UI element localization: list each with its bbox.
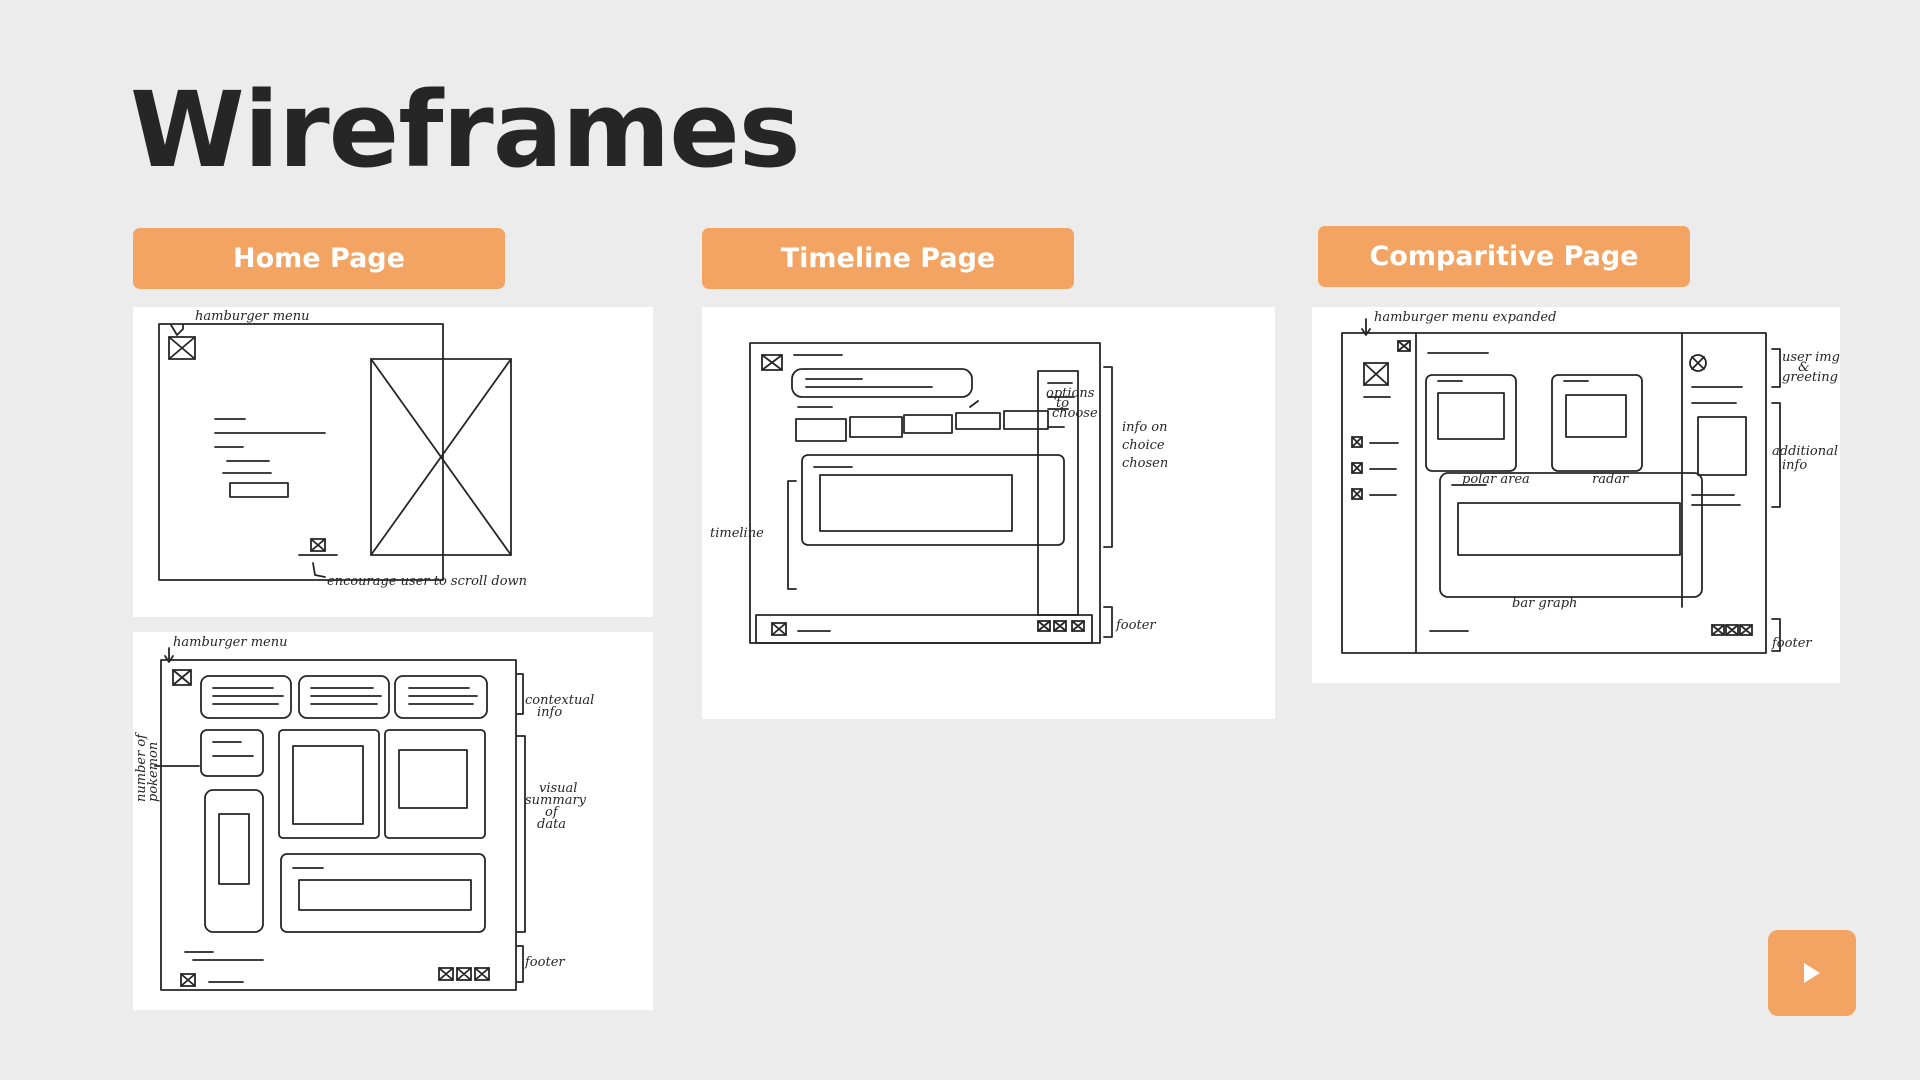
annotation: info	[537, 705, 562, 720]
annotation: of	[545, 805, 560, 820]
annotation: options	[1046, 386, 1095, 401]
annotation: radar	[1592, 472, 1629, 487]
annotation: encourage user to scroll down	[327, 574, 527, 589]
annotation: user img	[1782, 350, 1840, 365]
home-page-wireframe-top: hamburger menu encourage user to scroll …	[133, 307, 653, 617]
tab-home-page[interactable]: Home Page	[133, 228, 505, 289]
annotation: footer	[1115, 618, 1156, 633]
annotation: chosen	[1122, 456, 1168, 471]
annotation: choose	[1052, 406, 1098, 421]
tab-timeline-page[interactable]: Timeline Page	[702, 228, 1074, 289]
annotation: bar graph	[1512, 596, 1577, 611]
annotation: footer	[524, 955, 565, 970]
tab-timeline-page-label: Timeline Page	[780, 243, 996, 274]
annotation: data	[537, 817, 566, 832]
annotation: info	[1782, 458, 1807, 473]
annotation: timeline	[710, 526, 764, 541]
annotation: hamburger menu expanded	[1374, 310, 1556, 325]
next-slide-button[interactable]	[1768, 930, 1856, 1016]
annotation: hamburger menu	[173, 635, 288, 650]
annotation: footer	[1771, 636, 1812, 651]
tab-comparitive-page-label: Comparitive Page	[1369, 241, 1639, 272]
timeline-page-wireframe: options to choose info on choice chosen …	[702, 307, 1275, 719]
tab-comparitive-page[interactable]: Comparitive Page	[1318, 226, 1690, 287]
tab-home-page-label: Home Page	[233, 243, 405, 274]
annotation: additional	[1772, 444, 1838, 459]
annotation: info on	[1122, 420, 1168, 435]
annotation: greeting	[1782, 370, 1838, 385]
annotation: choice	[1122, 438, 1165, 453]
comparitive-page-wireframe: hamburger menu expanded polar area radar	[1312, 307, 1840, 683]
page-title: Wireframes	[130, 69, 801, 191]
annotation: visual	[539, 781, 577, 796]
annotation: pokemon	[146, 742, 161, 802]
annotation: polar area	[1462, 472, 1530, 487]
annotation: number of	[134, 732, 149, 802]
annotation: to	[1056, 396, 1069, 411]
annotation: contextual	[525, 693, 594, 708]
annotation: &	[1798, 360, 1810, 375]
annotation: summary	[525, 793, 587, 808]
play-icon	[1804, 963, 1820, 983]
annotation: hamburger menu	[195, 309, 310, 324]
home-page-wireframe-bottom: hamburger menu contextual info visual su…	[133, 632, 653, 1010]
